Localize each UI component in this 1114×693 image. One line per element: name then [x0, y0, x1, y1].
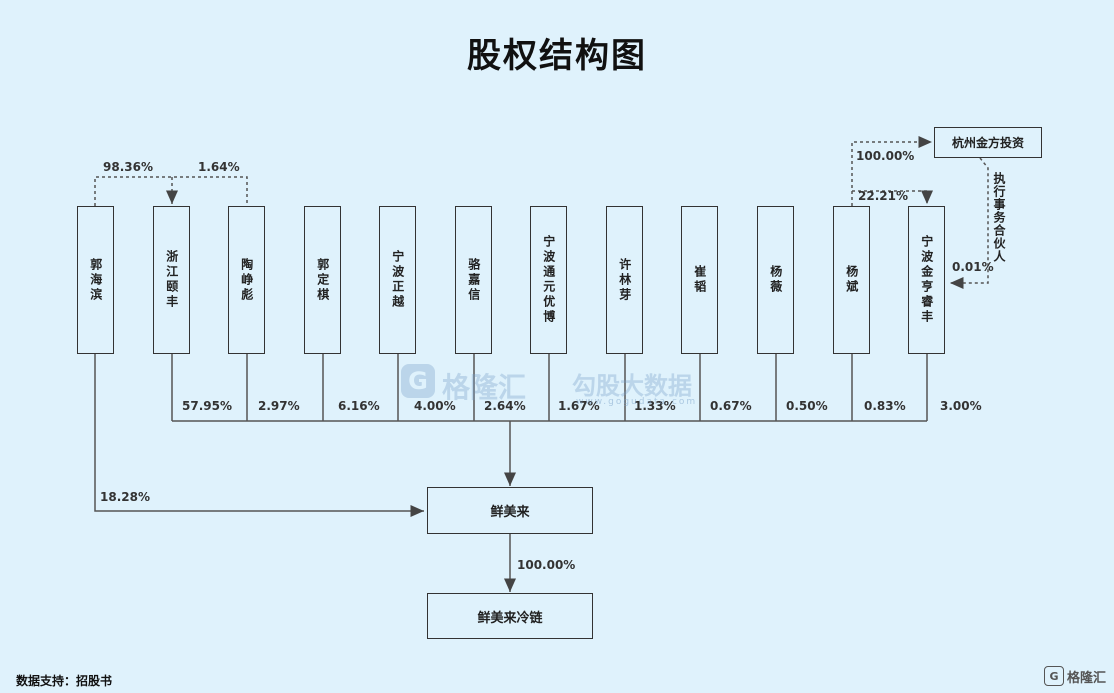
- pct-label: 6.16%: [338, 399, 380, 413]
- shareholder-box: 杨斌: [833, 206, 870, 354]
- shareholder-box: 杨薇: [757, 206, 794, 354]
- shareholder-box: 宁波金亨睿丰: [908, 206, 945, 354]
- pct-label: 2.97%: [258, 399, 300, 413]
- shareholder-box: 浙江颐丰: [153, 206, 190, 354]
- shareholder-box: 陶峥彪: [228, 206, 265, 354]
- shareholder-box: 许林芽: [606, 206, 643, 354]
- pct-label: 4.00%: [414, 399, 456, 413]
- pct-label: 1.33%: [634, 399, 676, 413]
- corner-brand: G 格隆汇: [1043, 666, 1106, 686]
- corner-brand-text: 格隆汇: [1066, 670, 1106, 686]
- pct-label: 2.64%: [484, 399, 526, 413]
- watermark-url: www.gogudata.com: [576, 397, 698, 407]
- subsidiary-box: 鲜美来冷链: [427, 593, 593, 639]
- pct-label: 22.21%: [858, 189, 908, 203]
- pct-label: 0.67%: [710, 399, 752, 413]
- watermark-brand2: 勾股大数据: [572, 372, 692, 400]
- pct-label: 1.67%: [558, 399, 600, 413]
- shareholder-box: 郭海滨: [77, 206, 114, 354]
- shareholder-box: 宁波正越: [379, 206, 416, 354]
- chart-title: 股权结构图: [467, 36, 647, 76]
- partner-role-label: 执行事务合伙人: [992, 172, 1006, 263]
- pct-label: 98.36%: [103, 160, 153, 174]
- shareholder-box: 崔韬: [681, 206, 718, 354]
- pct-label: 100.00%: [856, 149, 915, 163]
- pct-label: 18.28%: [100, 490, 150, 504]
- corner-logo-icon: G: [1043, 666, 1064, 686]
- pct-label: 57.95%: [182, 399, 232, 413]
- watermark-brand: 格隆汇: [442, 371, 527, 404]
- watermark-logo-icon: G: [401, 364, 435, 398]
- shareholder-box: 骆嘉信: [455, 206, 492, 354]
- pct-label: 1.64%: [198, 160, 240, 174]
- pct-label: 3.00%: [940, 399, 982, 413]
- pct-label: 0.01%: [952, 260, 994, 274]
- company-box: 鲜美来: [427, 487, 593, 534]
- jinfang-box: 杭州金方投资: [934, 127, 1042, 158]
- pct-label: 0.50%: [786, 399, 828, 413]
- shareholder-box: 郭定棋: [304, 206, 341, 354]
- source-note: 数据支持：招股书: [16, 674, 113, 688]
- subsidiary-pct-label: 100.00%: [517, 558, 576, 572]
- shareholder-box: 宁波通元优博: [530, 206, 567, 354]
- pct-label: 0.83%: [864, 399, 906, 413]
